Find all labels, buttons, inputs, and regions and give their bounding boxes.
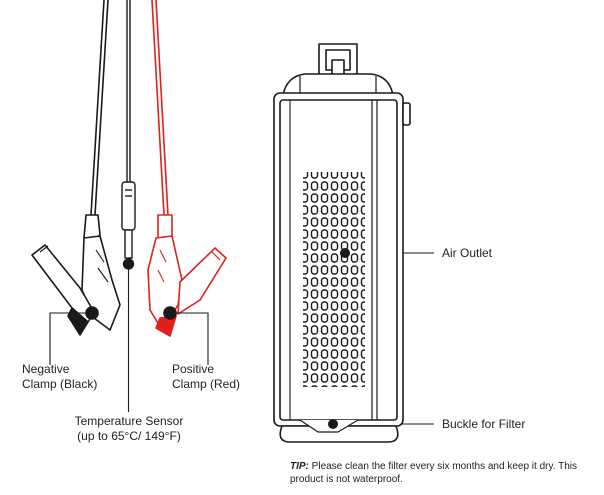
air-outlet-grille — [303, 172, 365, 387]
air-outlet-marker — [340, 248, 350, 258]
air-outlet-label: Air Outlet — [442, 246, 493, 260]
tip-text: Please clean the filter every six months… — [290, 461, 577, 485]
tip-note: TIP: Please clean the filter every six m… — [290, 460, 590, 486]
negative-clamp-label-line2: Clamp (Black) — [22, 377, 98, 391]
temperature-sensor-label-line2: (up to 65°C/ 149°F) — [77, 429, 181, 443]
negative-clamp-label: Negative Clamp (Black) — [22, 362, 97, 392]
buckle-marker — [328, 419, 338, 429]
positive-clamp-icon — [147, 214, 227, 337]
red-cable — [151, 0, 169, 216]
positive-clamp-label-line2: Clamp (Red) — [172, 377, 241, 391]
sensor-cable — [126, 0, 131, 182]
buckle-for-filter-label: Buckle for Filter — [442, 417, 526, 431]
positive-clamp-label-line1: Positive — [172, 362, 215, 376]
temperature-sensor-probe — [121, 181, 136, 270]
tip-prefix: TIP: — [290, 461, 309, 472]
negative-clamp-icon — [31, 214, 121, 336]
positive-clamp-label: Positive Clamp (Red) — [172, 362, 240, 392]
black-cable — [90, 0, 109, 216]
temperature-sensor-label: Temperature Sensor (up to 65°C/ 149°F) — [64, 414, 194, 444]
temperature-sensor-label-line1: Temperature Sensor — [74, 414, 184, 428]
negative-clamp-label-line1: Negative — [22, 362, 70, 376]
